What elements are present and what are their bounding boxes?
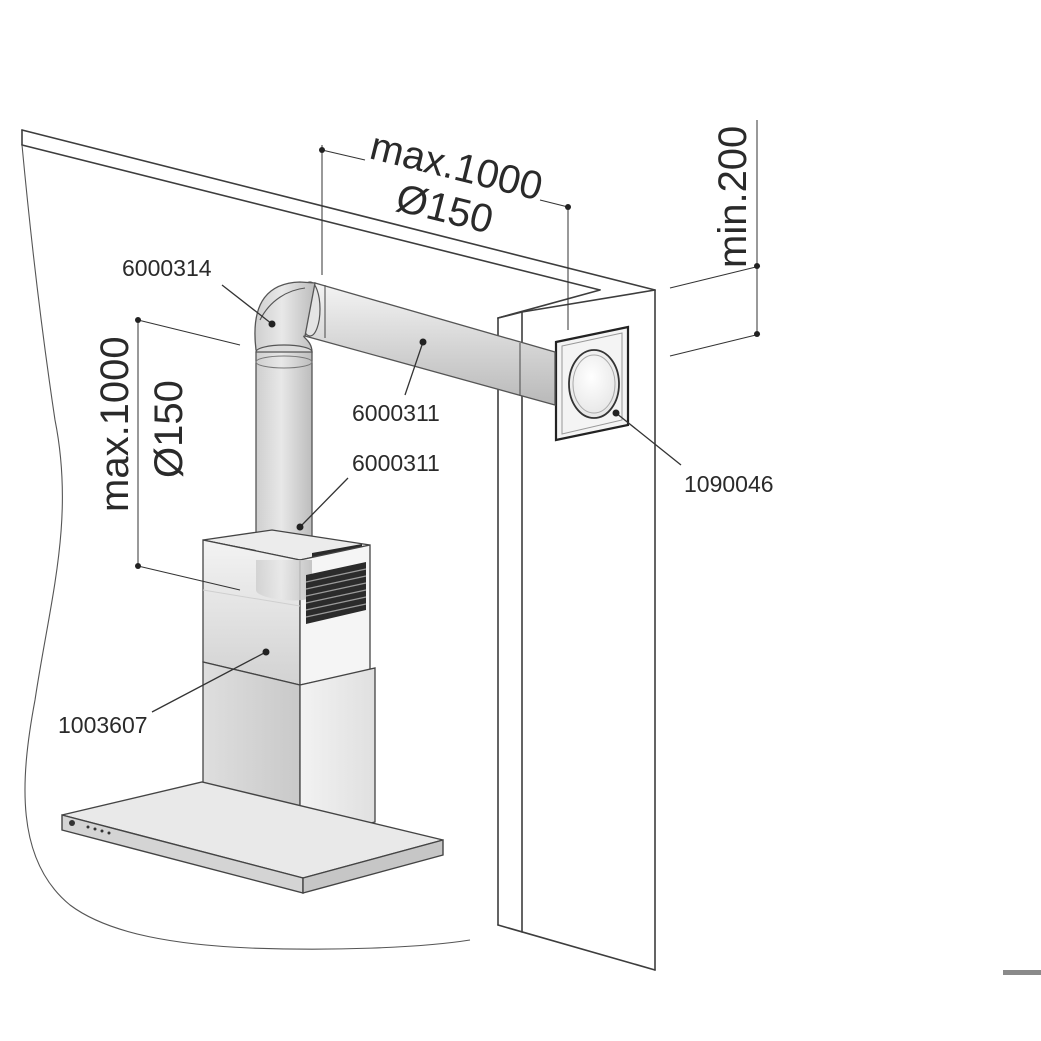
- hood-canopy: [61, 781, 444, 894]
- vertical-length-label: max.1000: [93, 336, 137, 512]
- chimney-upper-section: [202, 529, 371, 686]
- wall-outlet-part-number: 1090046: [684, 471, 774, 497]
- ceiling-clearance-label: min.200: [711, 126, 755, 268]
- horizontal-pipe-part-number: 6000311: [352, 400, 440, 426]
- part-leaders: [151, 284, 682, 713]
- corner-mark: [1003, 970, 1041, 975]
- vertical-pipe-part-number: 6000311: [352, 450, 440, 476]
- grille-vents: [305, 562, 367, 624]
- elbow-bend: [254, 281, 316, 360]
- control-buttons: [69, 820, 111, 835]
- wall-outlet-plate: [554, 325, 630, 442]
- horizontal-duct: [299, 281, 556, 406]
- vertical-diameter-label: Ø150: [147, 380, 191, 478]
- dimension-lines: [135, 120, 761, 591]
- elbow-part-number: 6000314: [122, 255, 212, 281]
- side-wall: [497, 289, 656, 971]
- chimney-part-number: 1003607: [58, 712, 148, 738]
